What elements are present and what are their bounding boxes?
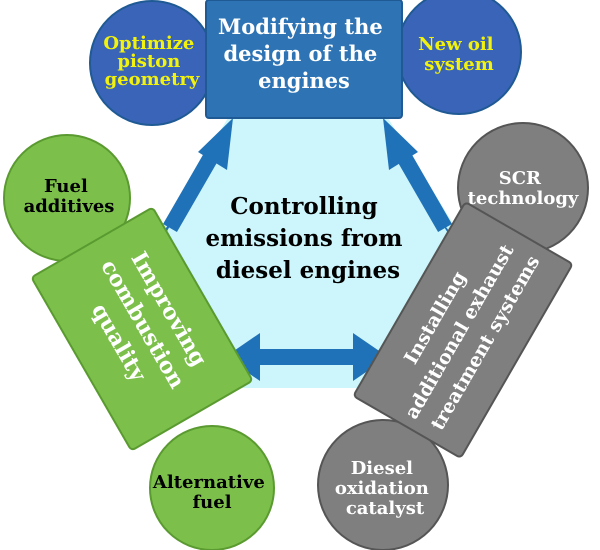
leaf-alternative-fuel-circle bbox=[149, 425, 275, 550]
leaf-fuel-additives-text: Fuel additives bbox=[24, 176, 115, 217]
leaf-fuel-additives: Fuel additives bbox=[3, 134, 131, 262]
arrow-bottom-horizontal bbox=[225, 333, 388, 381]
leaf-diesel-catalyst-circle bbox=[317, 419, 449, 550]
branch-right-box bbox=[353, 202, 573, 458]
arrow-head-top bbox=[198, 118, 233, 170]
leaf-oil: New oil system bbox=[396, 0, 522, 115]
leaf-oil-text: New oil system bbox=[418, 34, 500, 75]
branch-left-box bbox=[31, 207, 253, 451]
arrow-head-left bbox=[225, 333, 260, 381]
leaf-diesel-catalyst: Diesel oxidation catalyst bbox=[317, 419, 449, 550]
arrow-shaft bbox=[163, 146, 222, 232]
leaf-piston: Optimize piston geometry bbox=[89, 0, 215, 126]
center-text: Controlling emissions from diesel engine… bbox=[205, 193, 410, 284]
branch-top-text: Modifying the design of the engines bbox=[218, 14, 390, 93]
arrow-shaft bbox=[393, 146, 452, 232]
leaf-piston-text: Optimize piston geometry bbox=[103, 33, 200, 90]
leaf-diesel-catalyst-text: Diesel oxidation catalyst bbox=[335, 458, 435, 519]
branch-top: Modifying the design of the engines bbox=[205, 0, 403, 119]
branch-top-box bbox=[205, 0, 403, 119]
arrow-head-top bbox=[383, 118, 418, 170]
branch-right: Installing additional exhaust treatment … bbox=[353, 202, 573, 458]
center-hexagon bbox=[148, 118, 468, 388]
leaf-scr-text: SCR technology bbox=[468, 168, 579, 209]
arrow-head-right bbox=[353, 333, 388, 381]
leaf-alternative-fuel: Alternative fuel bbox=[149, 425, 275, 550]
leaf-alternative-fuel-text: Alternative fuel bbox=[152, 472, 271, 513]
